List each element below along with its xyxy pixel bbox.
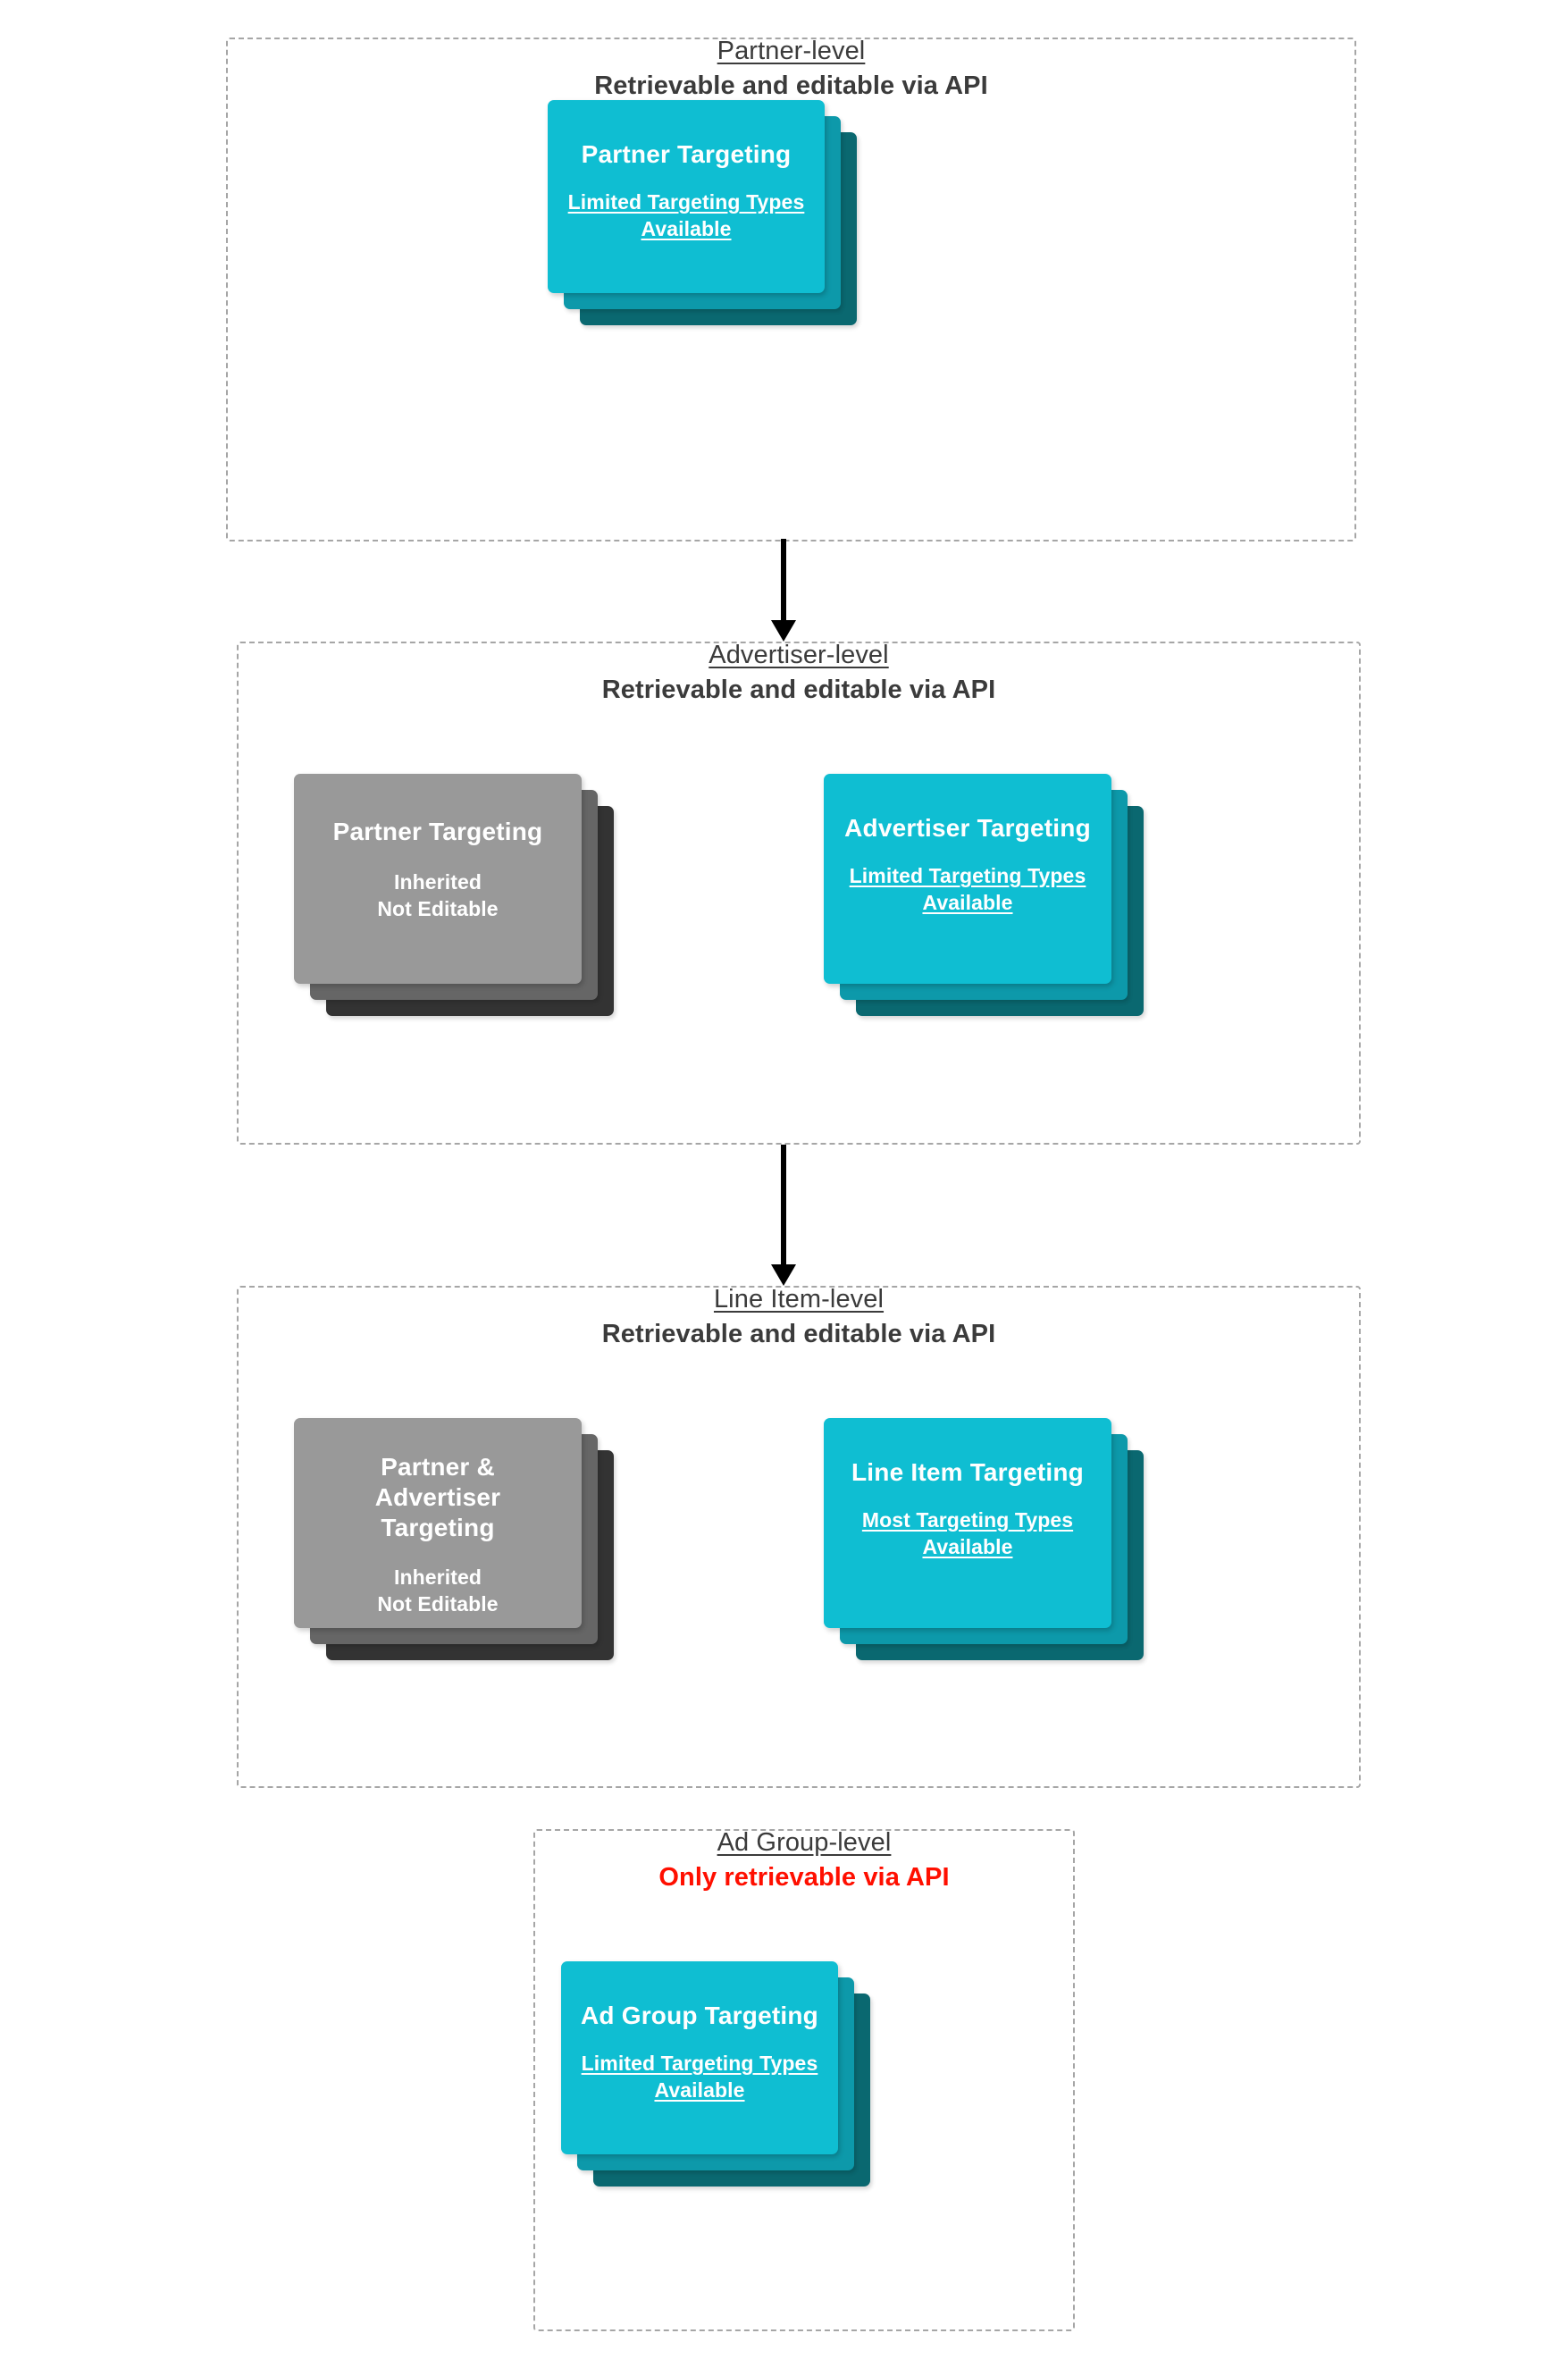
panel-subtitle-partner: Retrievable and editable via API [594,71,988,100]
card-subtitle-line-2: Available [922,891,1013,915]
card-layer-front[interactable]: Advertiser Targeting Limited Targeting T… [824,774,1111,984]
arrow-head [771,1264,796,1286]
panel-subtitle-lineitem: Retrievable and editable via API [601,1319,996,1348]
card-layer-front[interactable]: Partner & Advertiser Targeting Inherited… [294,1418,582,1628]
card-subtitle-line-1: Limited Targeting Types [567,190,805,214]
card-stack-advertiser-targeting[interactable]: Advertiser Targeting Limited Targeting T… [824,774,1145,1018]
level-panel-adgroup: Ad Group-level Only retrievable via API … [533,1827,1075,2331]
panel-title-adgroup: Ad Group-level [717,1828,892,1857]
card-subtitle-line-2: Available [641,217,732,241]
arrow-shaft [781,1145,786,1265]
card-title: Partner Targeting [332,818,543,845]
card-title: Ad Group Targeting [581,2002,818,2029]
card-subtitle-line-1: Inherited [393,1565,482,1590]
arrow-partner-to-advertiser [771,539,796,642]
arrow-advertiser-to-lineitem [771,1145,796,1286]
level-panel-lineitem: Line Item-level Retrievable and editable… [237,1284,1361,1788]
card-subtitle-line-1: Most Targeting Types [861,1508,1074,1532]
card-subtitle-line-1: Limited Targeting Types [581,2052,818,2076]
card-subtitle-line-2: Available [654,2078,745,2103]
card-subtitle-line-1: Inherited [393,870,482,894]
panel-subtitle-adgroup: Only retrievable via API [658,1862,950,1892]
card-layer-front[interactable]: Line Item Targeting Most Targeting Types… [824,1418,1111,1628]
card-title: Partner & Advertiser Targeting [374,1453,501,1542]
panel-header-adgroup: Ad Group-level Only retrievable via API [535,1827,1073,1895]
arrow-shaft [781,539,786,621]
card-stack-inherited-partner-advertiser-targeting[interactable]: Partner & Advertiser Targeting Inherited… [294,1418,616,1662]
card-subtitle-line-2: Not Editable [377,1592,499,1616]
card-title: Advertiser Targeting [844,814,1091,842]
arrow-head [771,620,796,642]
card-layer-front[interactable]: Ad Group Targeting Limited Targeting Typ… [561,1961,838,2154]
panel-header-lineitem: Line Item-level Retrievable and editable… [239,1284,1359,1352]
card-title: Line Item Targeting [851,1458,1084,1486]
level-panel-partner: Partner-level Retrievable and editable v… [226,36,1356,541]
card-stack-partner-targeting[interactable]: Partner Targeting Limited Targeting Type… [548,100,859,327]
panel-title-partner: Partner-level [717,37,866,65]
card-subtitle-line-2: Not Editable [377,897,499,921]
panel-title-lineitem: Line Item-level [713,1285,885,1314]
level-panel-advertiser: Advertiser-level Retrievable and editabl… [237,640,1361,1145]
panel-header-advertiser: Advertiser-level Retrievable and editabl… [239,640,1359,708]
card-stack-line-item-targeting[interactable]: Line Item Targeting Most Targeting Types… [824,1418,1145,1662]
panel-subtitle-advertiser: Retrievable and editable via API [601,675,996,704]
card-subtitle-line-1: Limited Targeting Types [849,864,1086,888]
card-layer-front[interactable]: Partner Targeting Inherited Not Editable [294,774,582,984]
card-layer-front[interactable]: Partner Targeting Limited Targeting Type… [548,100,825,293]
card-stack-ad-group-targeting[interactable]: Ad Group Targeting Limited Targeting Typ… [561,1961,872,2188]
card-subtitle-line-2: Available [922,1535,1013,1559]
card-stack-inherited-partner-targeting[interactable]: Partner Targeting Inherited Not Editable [294,774,616,1018]
card-title: Partner Targeting [581,140,792,168]
panel-header-partner: Partner-level Retrievable and editable v… [228,36,1354,104]
panel-title-advertiser: Advertiser-level [709,641,889,669]
